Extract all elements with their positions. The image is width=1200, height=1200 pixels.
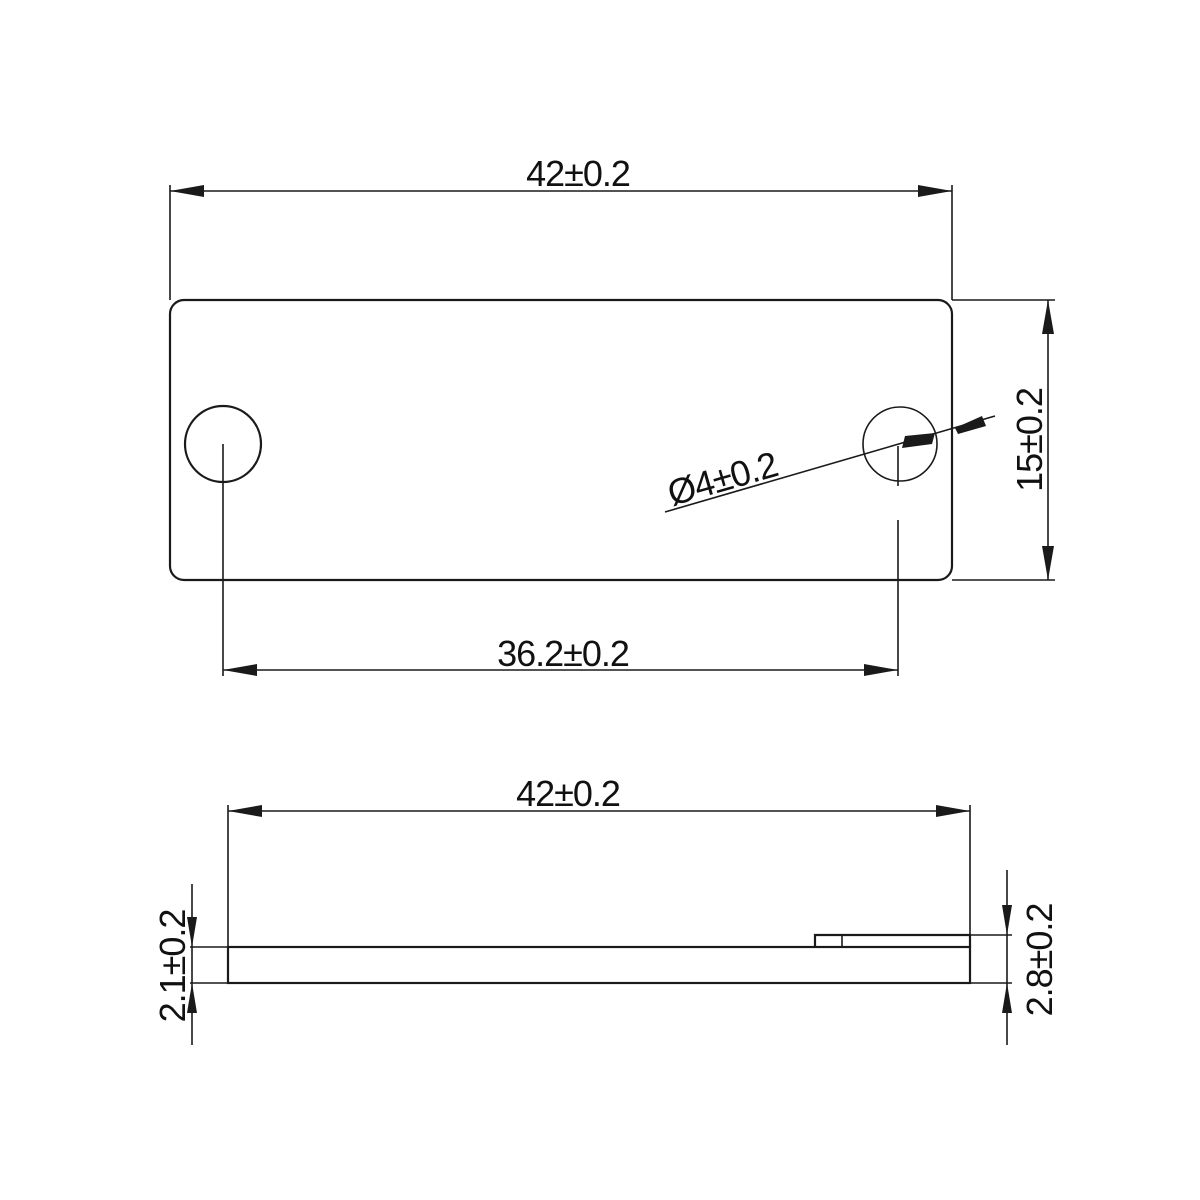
top-view: 42±0.2 36.2±0.2 15±0.2 Ø4±0.2 [168, 153, 1055, 676]
hole-spacing-label: 36.2±0.2 [497, 633, 629, 674]
hole-diameter-label: Ø4±0.2 [663, 443, 782, 513]
plate-outline [168, 298, 954, 582]
dimension-width: 15±0.2 [952, 299, 1055, 581]
overall-length-label-side: 42±0.2 [516, 773, 620, 814]
side-raised-step [813, 933, 972, 947]
width-label: 15±0.2 [1009, 388, 1050, 492]
dimension-total-thickness: 2.8±0.2 [970, 870, 1060, 1045]
overall-length-label-top: 42±0.2 [526, 153, 630, 194]
dimension-hole-spacing: 36.2±0.2 [222, 444, 899, 676]
dimension-base-thickness: 2.1±0.2 [152, 884, 228, 1045]
total-thickness-label: 2.8±0.2 [1019, 904, 1060, 1017]
side-view: 42±0.2 2.1±0.2 2.8±0.2 [152, 773, 1060, 1045]
dimension-overall-length-top: 42±0.2 [169, 153, 953, 300]
side-base-plate [226, 945, 972, 985]
dimension-hole-diameter: Ø4±0.2 [663, 410, 996, 514]
dimension-overall-length-side: 42±0.2 [227, 773, 971, 983]
right-hole [862, 406, 938, 482]
base-thickness-label: 2.1±0.2 [152, 910, 193, 1023]
